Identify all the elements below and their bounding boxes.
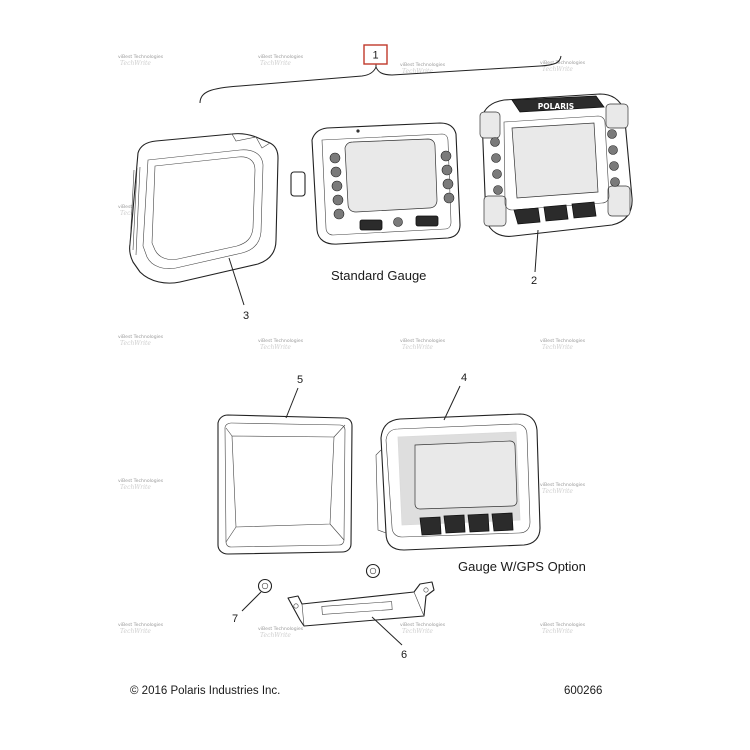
watermark-line2: TechWrite [120,60,151,67]
leader-2 [534,229,539,273]
watermark-line2: TechWrite [120,628,151,635]
part-7-nut-right [365,563,381,579]
part-4-gps-gauge [375,413,541,551]
leader-7 [241,591,262,612]
watermark-line1: viBest Technologies [540,338,586,344]
watermark-line1: viBest Technologies [400,338,446,344]
standard-gauge-housing [290,122,461,245]
assembly-bracket [199,55,562,104]
part-7-nut-left [257,578,273,594]
watermark-line1: viBest Technologies [258,338,304,344]
watermark-line1: viBest Technologies [540,60,586,66]
callout-2: 2 [531,275,537,287]
callout-1: 1 [372,50,378,62]
watermark-line2: TechWrite [542,66,573,73]
callout-5: 5 [297,374,303,386]
watermark-line1: viBest Technologies [540,482,586,488]
watermark-line2: TechWrite [402,68,433,75]
part-2-gauge-bezel: POLARIS [479,93,633,237]
watermark-line2: TechWrite [260,60,291,67]
leader-3 [228,257,245,306]
watermark-line2: TechWrite [120,484,151,491]
callout-1-box [363,44,388,65]
part-3-bezel-cover [129,133,279,284]
callout-6: 6 [401,649,407,661]
watermark-line1: viBest Technologies [258,626,304,632]
watermark-line1: viBest Technologies [118,54,164,60]
watermark-line2: TechWrite [402,628,433,635]
polaris-logo: POLARIS [538,102,574,111]
leader-5 [285,387,299,419]
watermark-line2: TechWrite [260,344,291,351]
caption-gps-gauge: Gauge W/GPS Option [458,559,586,574]
watermark-line1: viBest Technologies [400,622,446,628]
watermark-line1: viBest Technologies [258,54,304,60]
callout-7: 7 [232,613,238,625]
figure-number: 600266 [564,685,602,697]
watermark-line1: viBest Technologies [118,334,164,340]
gps-gauge-button-row [419,512,514,536]
watermark-line1: viBest Technologies [118,622,164,628]
caption-standard-gauge: Standard Gauge [331,268,426,283]
callout-4: 4 [461,372,467,384]
watermark-line1: viBest Technologies [118,478,164,484]
part-6-mounting-bracket [287,581,435,627]
watermark-line2: TechWrite [402,344,433,351]
bezel-side-button-holes [490,129,620,195]
watermark-line2: TechWrite [120,340,151,347]
standard-gauge-sensor-dot [356,129,360,133]
standard-gauge-side-buttons [329,150,455,220]
watermark-line1: viBest Technologies [540,622,586,628]
watermark-line1: viBest Technologies [400,62,446,68]
watermark-line2: TechWrite [542,344,573,351]
standard-gauge-bottom-buttons [359,215,439,231]
watermark-line2: TechWrite [260,632,291,639]
bezel-bottom-button-cutouts [513,201,597,225]
watermark-line2: TechWrite [542,628,573,635]
part-5-gps-bezel-frame [217,414,353,555]
leader-6 [371,616,403,646]
watermark-line2: TechWrite [542,488,573,495]
copyright-notice: © 2016 Polaris Industries Inc. [130,685,280,697]
callout-3: 3 [243,310,249,322]
leader-4 [443,385,461,421]
